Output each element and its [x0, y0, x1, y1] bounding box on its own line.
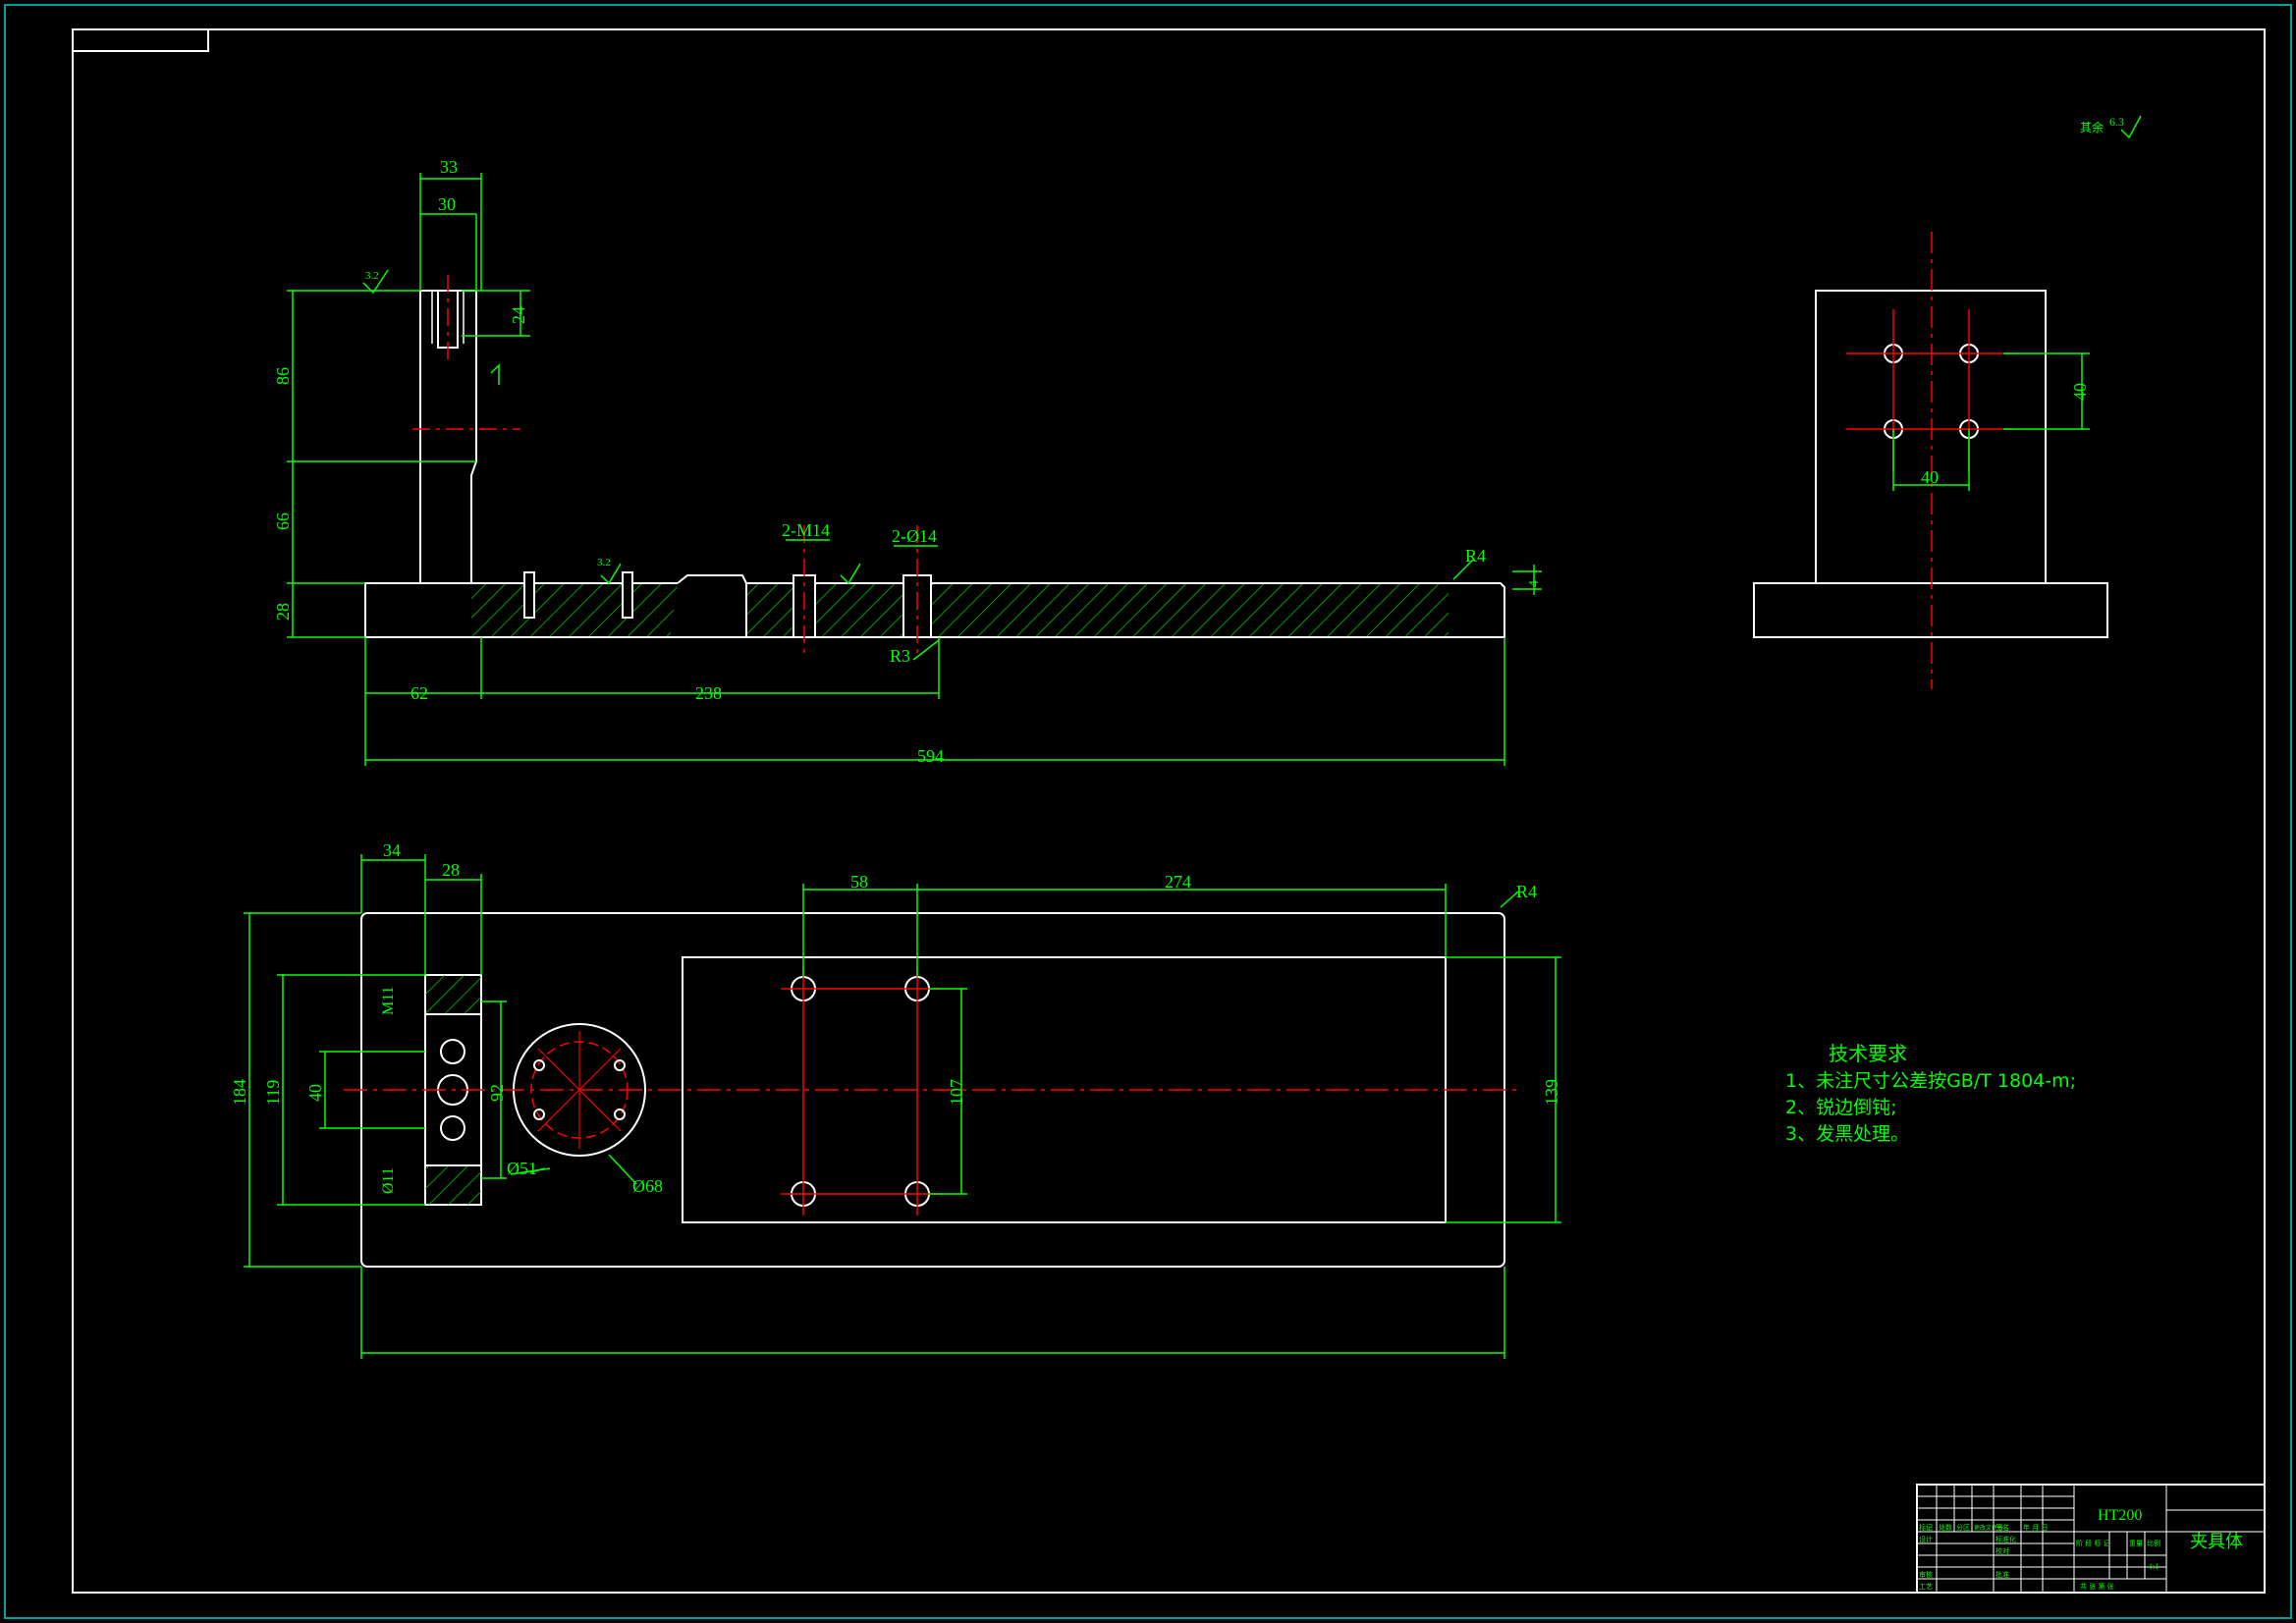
dim-594: 594: [917, 746, 944, 766]
roughness-mid: 3.2: [597, 557, 611, 568]
tech-title: 技术要求: [1829, 1042, 1907, 1065]
top-dim-274: 274: [1165, 872, 1191, 892]
lbl-ratio: 比例: [2147, 1539, 2160, 1547]
top-dim-107: 107: [947, 1079, 966, 1106]
top-dim-139: 139: [1542, 1079, 1561, 1106]
top-dim-o68: Ø68: [632, 1176, 663, 1196]
column-hole: [440, 1039, 465, 1064]
top-dim-r4: R4: [1516, 882, 1537, 901]
lbl-review: 审核: [1919, 1570, 1933, 1579]
base-section-hatch: [471, 583, 1449, 637]
hdr-date: 年 月 日: [2023, 1523, 2048, 1532]
column-hatch-top: [425, 975, 481, 1014]
side-upright: [1815, 290, 2047, 584]
dim-30: 30: [438, 194, 456, 214]
side-base: [1753, 582, 2108, 638]
top-dim-o51: Ø51: [507, 1159, 537, 1178]
top-dim-92: 92: [487, 1084, 507, 1102]
top-view: 34 28 58 274 R4 184 119 40 92 107 139 M1…: [230, 840, 1561, 1359]
side-holes: [1846, 309, 2013, 471]
drawing-frame: [72, 28, 2266, 1594]
dim-r4: R4: [1465, 546, 1486, 566]
dim-2m14: 2-M14: [782, 520, 830, 540]
roughness-left: 3.2: [365, 270, 379, 282]
scale: 1:1: [2149, 1562, 2159, 1571]
surface-note: 其余: [2080, 120, 2104, 135]
dim-33: 33: [440, 157, 458, 177]
sheet-border: [4, 4, 2292, 1619]
lbl-weight: 重量: [2129, 1540, 2143, 1547]
lbl-stage: 阶 段 标 记: [2076, 1539, 2110, 1547]
top-dim-m11: M11: [380, 986, 397, 1015]
base-hole: [622, 571, 633, 619]
part-name: 夹具体: [2190, 1532, 2243, 1552]
hdr-mark: 标记: [1919, 1523, 1933, 1532]
top-dim-28: 28: [442, 860, 460, 880]
lbl-design: 设计: [1919, 1535, 1933, 1543]
dim-4: 4: [1527, 580, 1542, 587]
top-dim-58: 58: [850, 872, 868, 892]
dim-24: 24: [509, 306, 528, 324]
top-dim-119: 119: [263, 1080, 283, 1106]
lbl-proofread: 校对: [1995, 1546, 2009, 1555]
side-view: 40 40 其余 6.3: [1753, 115, 2142, 689]
dim-r3: R3: [890, 646, 910, 666]
base-hole: [523, 571, 535, 619]
dim-2o14: 2-Ø14: [892, 526, 937, 546]
tech-item-1: 1、未注尺寸公差按GB/T 1804-m;: [1785, 1070, 2076, 1092]
base-slot: [670, 574, 747, 638]
side-dim-40h: 40: [1921, 467, 1939, 487]
dim-86: 86: [273, 367, 293, 385]
dim-238: 238: [695, 683, 722, 703]
top-dim-40: 40: [305, 1084, 325, 1102]
dim-62: 62: [410, 683, 428, 703]
column-outline: [419, 290, 477, 583]
technical-requirements: 技术要求 1、未注尺寸公差按GB/T 1804-m; 2、锐边倒钝; 3、发黑处…: [1785, 1042, 2076, 1145]
dim-66: 66: [273, 513, 293, 530]
front-view: 33 30 24 86 66 28 62 238 594 2-M14 2-Ø14…: [273, 157, 1542, 766]
hdr-change: 更改文件号: [1974, 1524, 2003, 1532]
column-hole: [440, 1115, 465, 1141]
top-dim-o11: Ø11: [380, 1167, 397, 1194]
top-dim-184: 184: [230, 1079, 249, 1106]
column-hatch-bot: [425, 1165, 481, 1205]
hdr-sign: 签名: [1995, 1523, 2009, 1532]
title-block: HT200 夹具体 1:1 标记 处数 分区 更改文件号 签名 年 月 日 设计…: [1916, 1484, 2266, 1594]
dim-28: 28: [273, 603, 293, 621]
flange-holes: [533, 1059, 626, 1120]
lbl-standard: 标准化: [1995, 1535, 2016, 1543]
hdr-zone: 分区: [1956, 1523, 1970, 1532]
top-dim-34: 34: [383, 840, 401, 860]
side-dim-40v: 40: [2070, 383, 2090, 401]
lbl-craft: 工艺: [1919, 1583, 1933, 1591]
tech-item-2: 2、锐边倒钝;: [1785, 1097, 1897, 1118]
hdr-count: 处数: [1939, 1523, 1952, 1532]
tech-item-3: 3、发黑处理。: [1785, 1123, 1909, 1145]
corner-tab: [72, 28, 209, 52]
material: HT200: [2098, 1507, 2142, 1524]
base-outline: [364, 582, 1505, 638]
pocket-holes: [781, 967, 941, 1216]
surface-value: 6.3: [2109, 115, 2124, 129]
lbl-approve: 批准: [1995, 1570, 2009, 1579]
lbl-sheets: 共 张 第 张: [2080, 1582, 2114, 1591]
